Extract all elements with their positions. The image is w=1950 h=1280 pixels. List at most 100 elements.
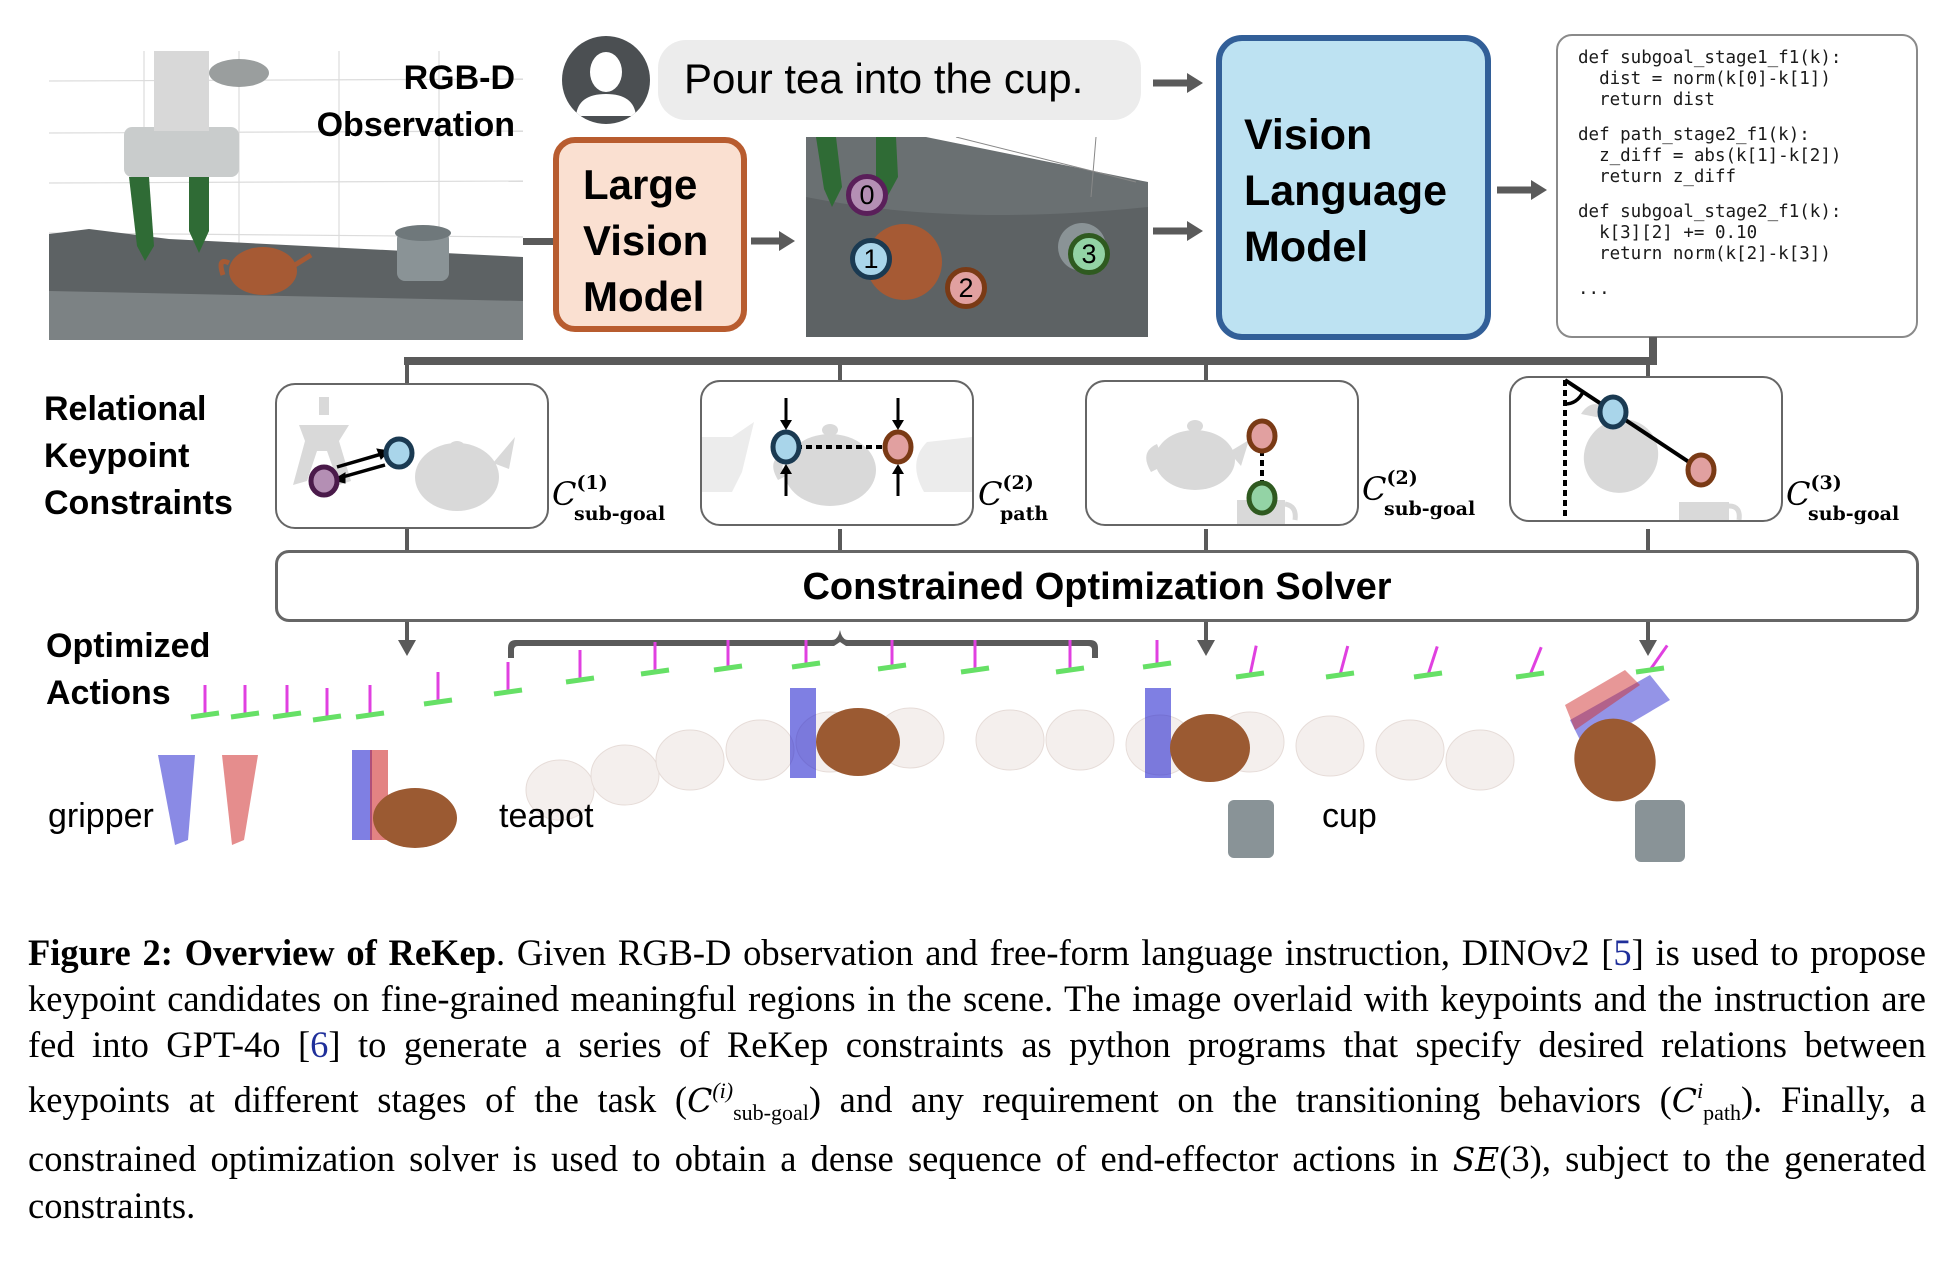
caption-text: ). Finally, a constrained optimization s… <box>28 1079 1926 1179</box>
constraint-superscript: (1) <box>576 472 608 495</box>
constraint-panel-subgoal-1 <box>275 383 549 529</box>
gripper-x-axis <box>1055 665 1085 675</box>
observation-label: RGB-D Observation <box>270 55 515 149</box>
cup-label: cup <box>1322 797 1377 835</box>
constrained-optimization-solver-box: Constrained Optimization Solver <box>275 550 1919 622</box>
figure-caption: Figure 2: Overview of ReKep. Given RGB-D… <box>28 930 1926 1229</box>
actions-label-line1: Optimized <box>46 627 211 665</box>
constraint-subscript: path <box>1000 503 1049 525</box>
constraints-label: Relational Keypoint Constraints <box>44 386 233 527</box>
teapot-ghost <box>525 759 595 821</box>
teapot <box>1170 714 1250 782</box>
teapot-ghost <box>975 709 1045 771</box>
constraints-label-line3: Constraints <box>44 484 233 522</box>
code-block: def subgoal_stage1_f1(k): dist = norm(k[… <box>1578 48 1841 300</box>
arrow-instruction-to-vlm <box>1153 73 1203 93</box>
vlm-label-line2: Language <box>1244 167 1448 215</box>
constraints-label-line2: Keypoint <box>44 437 190 475</box>
gripper-x-axis <box>1413 670 1443 680</box>
constraint-superscript: (2) <box>1386 467 1418 490</box>
math-superscript: i <box>1696 1078 1704 1103</box>
constraint-subscript: sub-goal <box>1808 503 1900 525</box>
teapot-ghost <box>1045 709 1115 771</box>
gripper-left-finger <box>158 755 195 845</box>
teapot-ghost <box>1295 715 1365 777</box>
caption-text: . Given RGB-D observation and free-form … <box>496 932 1614 973</box>
gripper-x-axis <box>190 710 220 720</box>
code-line: dist = norm(k[0]-k[1]) <box>1578 69 1831 89</box>
keypoint-3: 3 <box>1068 233 1110 275</box>
citation-link[interactable]: 6 <box>310 1024 329 1065</box>
arrow-vlm-to-code <box>1497 180 1547 200</box>
keypoint-0: 0 <box>846 174 888 216</box>
code-line: return z_diff <box>1578 167 1737 187</box>
code-ellipsis: ... <box>1578 279 1610 299</box>
gripper-left-finger <box>1145 688 1171 778</box>
math-subscript: path <box>1703 1100 1741 1125</box>
cup <box>1635 800 1685 862</box>
code-line: return norm(k[2]-k[3]) <box>1578 244 1831 264</box>
teapot <box>1574 718 1656 802</box>
gripper-x-axis <box>713 663 743 673</box>
cup <box>1228 800 1274 858</box>
caption-text: (3), subject to the generated constraint… <box>28 1138 1926 1226</box>
constraint-symbol: C <box>1786 475 1811 513</box>
arrow-lvm-to-keypoints <box>751 231 795 251</box>
code-line: def subgoal_stage2_f1(k): <box>1578 202 1842 222</box>
gripper-x-axis <box>565 675 595 685</box>
gripper-right-finger <box>1565 670 1640 730</box>
math-subscript: sub-goal <box>733 1100 809 1125</box>
vision-language-model-box: Vision Language Model <box>1216 35 1491 340</box>
constraint-panel-path-2 <box>700 380 974 526</box>
keypoint-1: 1 <box>850 238 892 280</box>
gripper-x-axis <box>355 710 385 720</box>
caption-figure-label: Figure 2: <box>28 932 173 973</box>
gripper-z-axis <box>1426 646 1439 676</box>
gripper-z-axis <box>1528 646 1543 676</box>
gripper-x-axis <box>423 697 453 707</box>
teapot-ghost <box>590 744 660 806</box>
gripper-x-axis <box>1635 665 1665 675</box>
math-symbol: SE <box>1452 1140 1500 1179</box>
citation-link[interactable]: 5 <box>1613 932 1632 973</box>
arrow-keypoints-to-vlm <box>1153 221 1203 241</box>
constraint-panel-subgoal-3 <box>1509 376 1783 522</box>
teapot <box>373 788 457 848</box>
actions-label: Optimized Actions <box>46 623 210 717</box>
instruction-bubble: Pour tea into the cup. <box>658 40 1141 120</box>
gripper-x-axis <box>312 713 342 723</box>
constraints-label-line1: Relational <box>44 390 207 428</box>
optimized-actions-visualization <box>158 640 1685 862</box>
caption-text: ) and any requirement on the transitioni… <box>808 1079 1672 1120</box>
keypoint-2: 2 <box>945 267 987 309</box>
constraint-label-subgoal-1: C(1) sub-goal <box>552 472 665 525</box>
teapot-ghost <box>725 719 795 781</box>
rgbd-observation-image <box>49 51 523 340</box>
gripper-z-axis <box>1248 645 1258 676</box>
keypoint-overlay-image: 0 1 2 3 <box>806 137 1148 337</box>
math-superscript: (i) <box>712 1078 734 1103</box>
gripper-x-axis <box>1515 670 1545 680</box>
constraint-symbol: C <box>1362 470 1387 508</box>
constraint-label-path-2: C(2) path <box>978 472 1048 525</box>
gripper-left-finger <box>790 688 816 778</box>
code-line: k[3][2] += 0.10 <box>1578 223 1758 243</box>
connector-lines <box>398 337 1657 658</box>
constraint-superscript: (3) <box>1810 472 1842 495</box>
actions-label-line2: Actions <box>46 674 171 712</box>
lvm-label-line1: Large <box>583 161 698 208</box>
gripper-x-axis <box>272 710 302 720</box>
lvm-label-line3: Model <box>583 273 705 320</box>
teapot-label: teapot <box>499 797 594 835</box>
code-line: z_diff = abs(k[1]-k[2]) <box>1578 146 1842 166</box>
teapot-ghost <box>1445 729 1515 791</box>
constraint-label-subgoal-2: C(2) sub-goal <box>1362 467 1475 520</box>
constraint-label-subgoal-3: C(3) sub-goal <box>1786 472 1899 525</box>
lvm-label-line2: Vision <box>583 217 709 264</box>
observation-label-line1: RGB-D <box>403 59 515 97</box>
user-avatar-icon <box>562 36 650 124</box>
constraint-superscript: (2) <box>1002 472 1034 495</box>
math-symbol: C <box>687 1081 713 1120</box>
code-line: return dist <box>1578 90 1715 110</box>
constraint-symbol: C <box>552 475 577 513</box>
